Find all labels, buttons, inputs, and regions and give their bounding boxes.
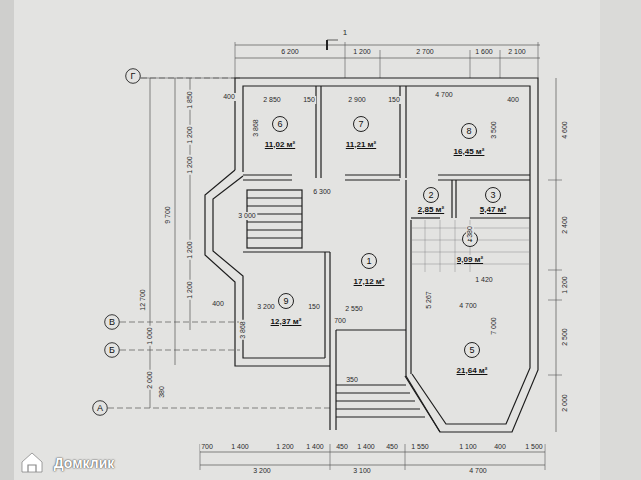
room-area: 9,09 м² — [456, 255, 484, 264]
section-mark: 1 — [342, 29, 348, 37]
dimension: 1 200 — [186, 155, 194, 175]
axis-bubble: Б — [104, 342, 120, 358]
watermark-icon — [22, 453, 42, 472]
room-number: 6 — [272, 116, 288, 132]
dimension: 700 — [200, 443, 214, 451]
watermark: Домклик — [54, 455, 115, 471]
room-area: 12,37 м² — [270, 317, 303, 326]
dimension: 400 — [211, 300, 225, 308]
dimension: 1 600 — [474, 48, 494, 56]
room-area: 11,02 м² — [264, 140, 296, 149]
room-area: 16,45 м² — [453, 147, 486, 156]
dimension: 400 — [222, 93, 236, 101]
room-area: 11,21 м² — [345, 140, 377, 149]
dimension: 150 — [307, 303, 321, 311]
dimension: 2 850 — [262, 96, 282, 104]
room: 8 16,45 м² — [410, 104, 528, 174]
room-area: 21,64 м² — [456, 366, 489, 375]
dimension: 6 200 — [280, 48, 300, 56]
dimension: 1 550 — [410, 443, 430, 451]
dimension: 1 100 — [458, 443, 478, 451]
dimension: 400 — [493, 443, 507, 451]
room: 2 2,85 м² — [410, 183, 452, 217]
dimension: 2 400 — [561, 215, 569, 235]
dimension: 12 700 — [139, 288, 147, 311]
dimension: 400 — [506, 96, 520, 104]
dimension: 1 200 — [561, 275, 569, 295]
axis-bubble: В — [104, 314, 120, 330]
dimension: 1 200 — [186, 125, 194, 145]
dimension: 150 — [387, 96, 401, 104]
room: 3 5,47 м² — [458, 183, 528, 217]
dimension: 1 400 — [230, 443, 250, 451]
dimension: 3 500 — [490, 120, 498, 140]
dimension: 350 — [345, 376, 359, 384]
dimension: 3 000 — [237, 212, 257, 220]
dimension: 9 700 — [164, 205, 172, 225]
dimension: 2 900 — [347, 96, 367, 104]
dimension: 1 200 — [186, 240, 194, 260]
dimension: 1 400 — [356, 443, 376, 451]
dimension: 1 850 — [186, 90, 194, 110]
dimension: 1 200 — [352, 48, 372, 56]
room-number: 7 — [353, 116, 369, 132]
room-area: 5,47 м² — [479, 205, 507, 214]
dimension: 450 — [335, 443, 349, 451]
dimension: 4 700 — [458, 302, 478, 310]
dimension: 2 100 — [507, 48, 527, 56]
room-number: 9 — [278, 293, 294, 309]
dimension: 380 — [466, 225, 474, 239]
room-number: 8 — [461, 123, 477, 139]
axis-letter: Г — [125, 68, 141, 84]
dimension: 4 700 — [434, 91, 454, 99]
dimension: 3 100 — [352, 467, 372, 475]
dimension: 1 400 — [305, 443, 325, 451]
axis-bubble: Г — [125, 68, 141, 84]
dimension: 450 — [385, 443, 399, 451]
dimension: 1 000 — [146, 326, 154, 346]
dimension: 3 868 — [239, 320, 247, 340]
dimension: 5 267 — [425, 290, 433, 310]
room-number: 1 — [361, 253, 377, 269]
dimension: 2 000 — [146, 370, 154, 390]
dimension: 2 700 — [415, 48, 435, 56]
room: 1 17,12 м² — [334, 238, 404, 300]
dimension: 2 500 — [561, 327, 569, 347]
dimension: 7 000 — [490, 316, 498, 336]
dimension: 150 — [302, 96, 316, 104]
axis-bubble: А — [92, 400, 108, 416]
room-number: 3 — [485, 187, 501, 203]
dimension: 4 600 — [561, 120, 569, 140]
dimension: 2 000 — [561, 393, 569, 413]
dimension: 3 200 — [256, 303, 276, 311]
room: 5 21,64 м² — [416, 318, 528, 398]
room-number: 5 — [464, 342, 480, 358]
room-number: 2 — [423, 187, 439, 203]
room-area: 17,12 м² — [353, 277, 386, 286]
room: 7 11,21 м² — [324, 92, 398, 172]
dimension: 1 500 — [524, 443, 544, 451]
dimension: 3 868 — [252, 118, 260, 138]
dimension: 380 — [158, 385, 166, 399]
dimension: 4 700 — [468, 467, 488, 475]
axis-letter: Б — [104, 342, 120, 358]
room-area: 2,85 м² — [417, 205, 445, 214]
dimension: 700 — [333, 317, 347, 325]
dimension: 2 550 — [344, 305, 364, 313]
dimension: 3 200 — [252, 467, 272, 475]
dimension: 1 420 — [474, 276, 494, 284]
dimension: 6 300 — [312, 188, 332, 196]
axis-letter: В — [104, 314, 120, 330]
dimension: 1 200 — [186, 280, 194, 300]
axis-letter: А — [92, 400, 108, 416]
dimension: 1 200 — [275, 443, 295, 451]
